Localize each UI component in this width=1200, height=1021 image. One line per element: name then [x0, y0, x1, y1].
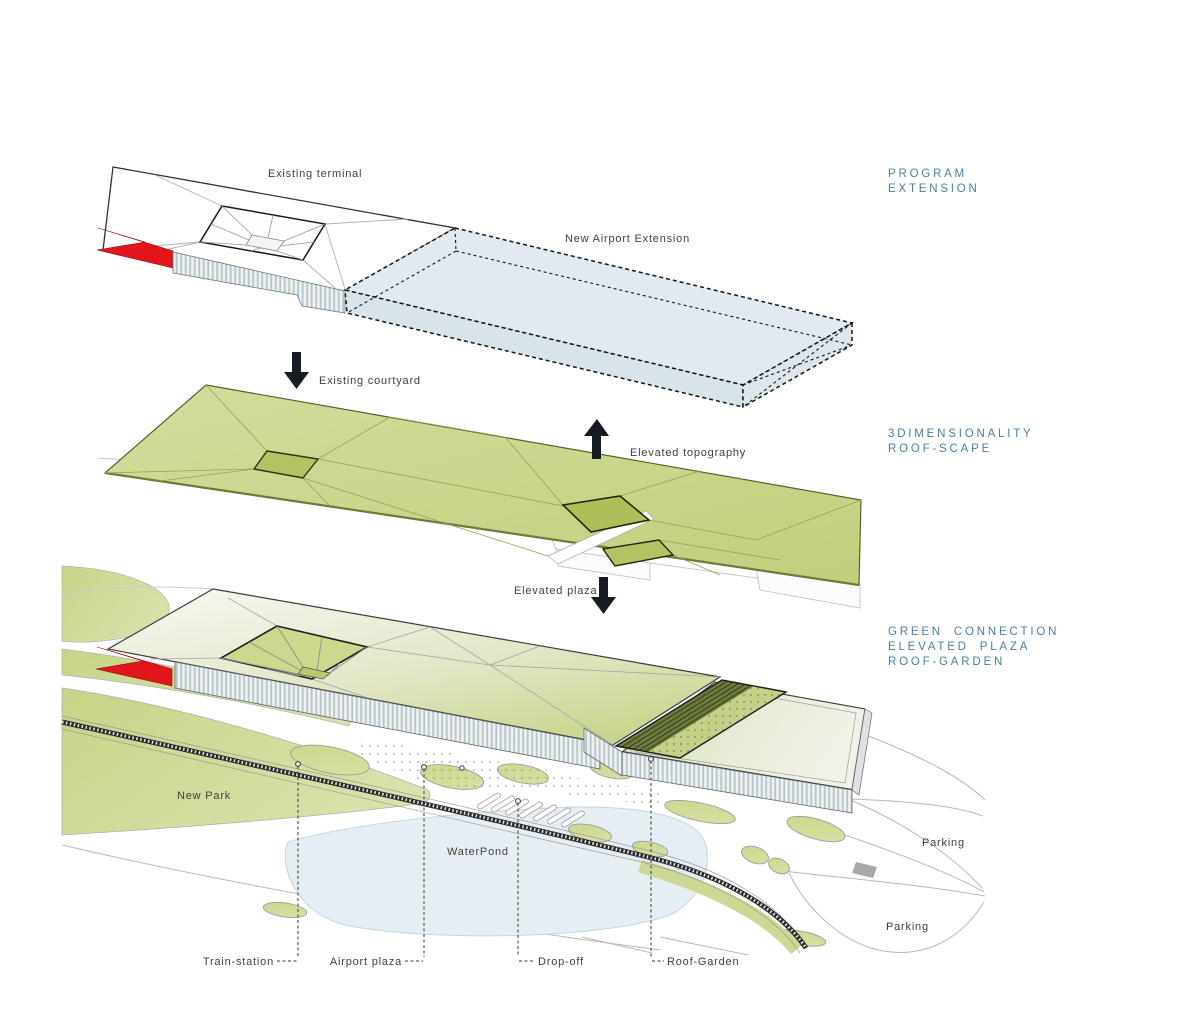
existing-terminal-label: Existing terminal	[268, 168, 362, 180]
program-extension-title-line2: EXTENSION	[888, 183, 980, 195]
new-park-label: New Park	[177, 790, 231, 802]
train-station-label: Train-station	[203, 956, 274, 968]
airport-plaza-label: Airport plaza	[330, 956, 402, 968]
parking-lower-label: Parking	[886, 921, 929, 933]
terminal-facade	[174, 661, 601, 770]
program-extension-diagram: Existing terminal New Airport Extension	[96, 166, 855, 409]
roof-fascia-edge	[104, 471, 860, 587]
new-extension-volume	[342, 227, 855, 409]
green-connection-title-line3: ROOF-GARDEN	[888, 656, 1005, 668]
down-arrow-icon	[284, 352, 309, 389]
elevated-plaza-label: Elevated plaza	[514, 585, 597, 597]
site-plan-diagram: New Park WaterPond Parking Parking Train…	[61, 565, 986, 968]
extension-building	[614, 679, 873, 814]
roof-garden-sunken	[614, 679, 788, 759]
red-wing	[95, 646, 173, 687]
terminal-building	[95, 588, 722, 777]
elevated-topography-label: Elevated topography	[630, 447, 746, 459]
parking-upper-label: Parking	[922, 837, 965, 849]
courtyard-opening-left	[252, 450, 320, 479]
existing-courtyard-opening	[198, 205, 327, 261]
crosswalk	[852, 862, 877, 878]
green-connection-title-line2: ELEVATED PLAZA	[888, 641, 1030, 653]
plaza-tree-dots	[360, 738, 660, 806]
existing-courtyard-label: Existing courtyard	[319, 375, 421, 387]
roofscape-title-line1: 3DIMENSIONALITY	[888, 428, 1034, 440]
down-arrow-icon-2	[591, 577, 616, 614]
terminal-roof-folds	[149, 597, 721, 746]
terminal-facade-existing	[172, 251, 346, 314]
leader-lines	[277, 761, 664, 962]
extension-end-wall	[583, 727, 623, 777]
program-extension-title-line1: PROGRAM	[888, 168, 967, 180]
extension-facade-right	[851, 708, 873, 796]
site-boundary-line	[61, 586, 214, 595]
courtyard-opening-diamond	[561, 495, 651, 533]
courtyard-opening-lower	[601, 539, 675, 567]
roof-garden-label: Roof-Garden	[667, 956, 739, 968]
section-titles: PROGRAM EXTENSION 3DIMENSIONALITY ROOF-S…	[888, 168, 1059, 668]
up-arrow-icon	[584, 419, 609, 459]
green-connection-title-line1: GREEN CONNECTION	[888, 626, 1059, 638]
terminal-courtyard	[218, 625, 370, 680]
node-markers	[295, 756, 654, 804]
drop-off-slats	[477, 792, 585, 828]
roofscape-title-line2: ROOF-SCAPE	[888, 443, 992, 455]
roofscape-fold-lines	[104, 384, 862, 576]
new-airport-extension-label: New Airport Extension	[565, 233, 690, 245]
roof-scape-diagram: Existing courtyard Elevated topography E…	[96, 352, 862, 614]
waterpond-label: WaterPond	[447, 846, 509, 858]
extension-facade-front	[621, 751, 853, 814]
red-wing-existing	[96, 227, 174, 269]
drop-off-label: Drop-off	[538, 956, 584, 968]
